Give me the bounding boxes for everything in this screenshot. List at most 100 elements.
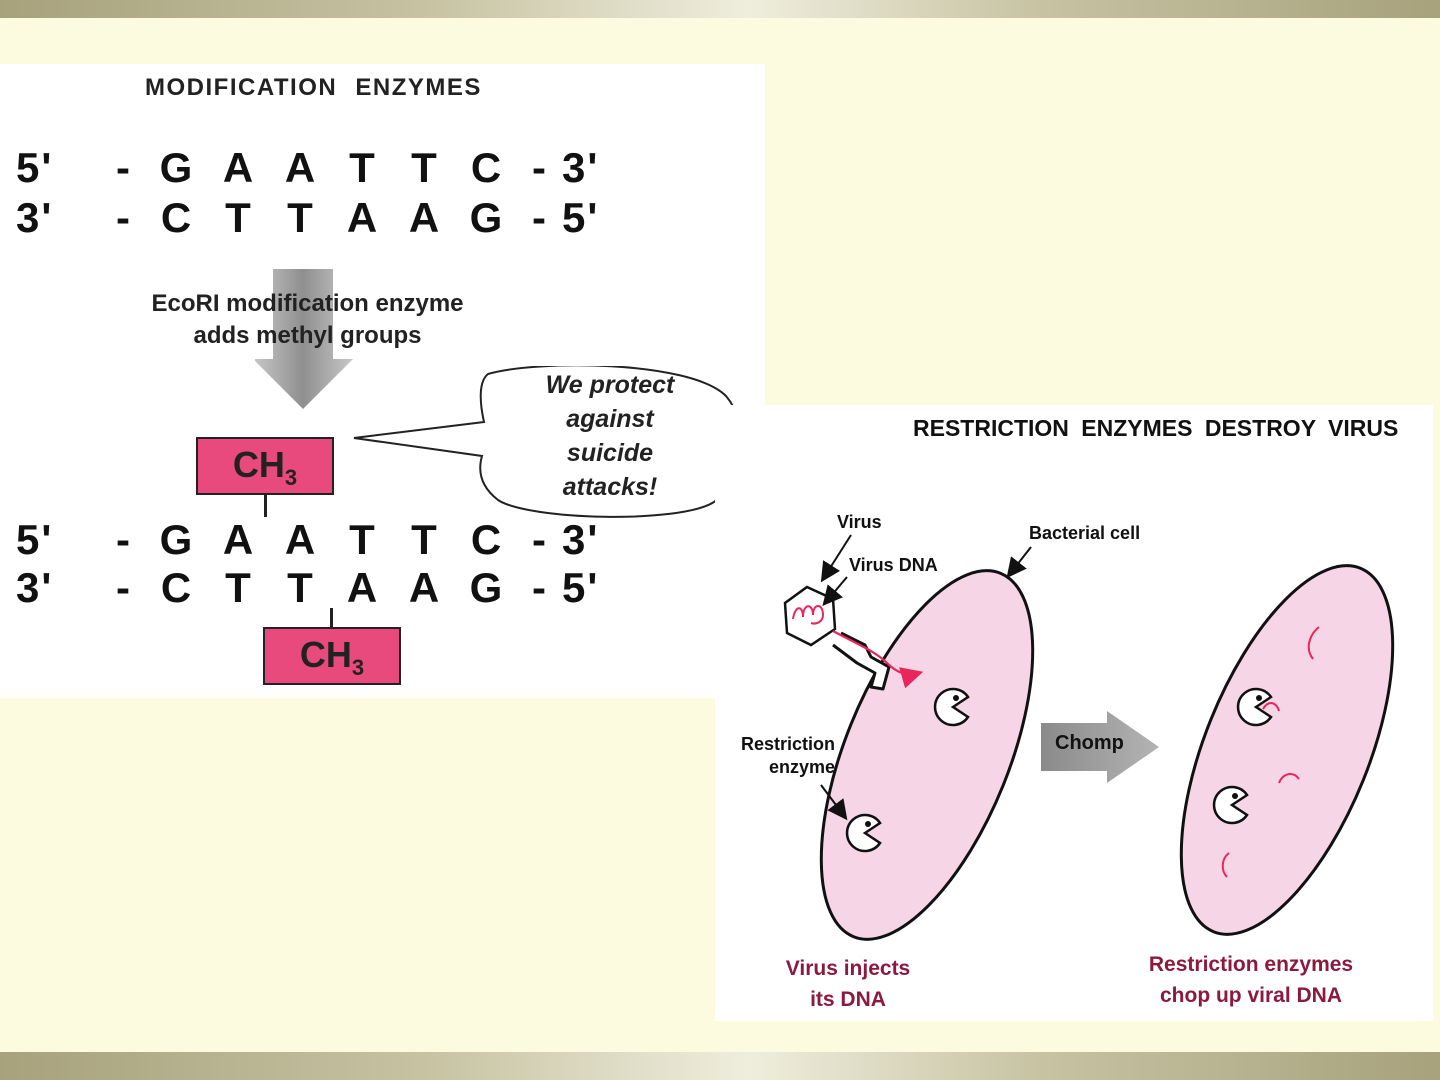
restriction-enzyme-label-line: enzyme	[768, 757, 836, 777]
base: A	[408, 194, 442, 241]
enzyme-label-line: EcoRI modification enzyme	[151, 290, 464, 317]
chomp-arrow	[1041, 711, 1159, 783]
bubble-line: suicide	[566, 439, 654, 467]
caption-line: Restriction enzymes	[1148, 953, 1354, 976]
strand-end: 5'	[562, 564, 600, 611]
enzyme-label-line: adds methyl groups	[193, 322, 422, 349]
methyl-bond	[264, 495, 267, 517]
dna-fragment	[1278, 773, 1300, 784]
dna-fragment	[1262, 702, 1280, 712]
base: T	[349, 144, 377, 191]
bubble-line: attacks!	[562, 473, 658, 501]
methyl-subscript: 3	[284, 465, 298, 491]
down-arrow-icon	[255, 269, 353, 409]
bacterial-cell-right	[1179, 564, 1395, 936]
strand-dash: -	[532, 516, 548, 563]
bacterial-cell-pointer	[1006, 546, 1032, 579]
bubble-line: against	[566, 405, 654, 433]
strand-dash: -	[532, 564, 548, 611]
enzyme-label: EcoRI modification enzyme adds methyl gr…	[40, 288, 575, 352]
caption-line: chop up viral DNA	[1159, 984, 1343, 1007]
restriction-enzyme-label: Restriction enzyme	[741, 733, 835, 779]
virus-pointer	[820, 534, 852, 583]
pacman-enzyme	[933, 687, 970, 727]
base: T	[287, 194, 315, 241]
virus-tail	[832, 631, 891, 691]
base: T	[411, 516, 439, 563]
base: G	[159, 144, 195, 191]
restriction-enzyme-pointer	[820, 784, 848, 821]
methyl-group-top: CH3	[196, 437, 334, 495]
base: G	[159, 516, 195, 563]
base: A	[408, 564, 442, 611]
base: A	[284, 144, 318, 191]
base: T	[225, 564, 253, 611]
strand-end: 3'	[16, 564, 54, 611]
methyl-group-bottom: CH3	[263, 627, 401, 685]
speech-bubble-icon	[353, 366, 743, 518]
restriction-title: RESTRICTION ENZYMES DESTROY VIRUS	[913, 415, 1399, 441]
virus-label: Virus	[837, 512, 882, 532]
base: T	[287, 564, 315, 611]
pacman-enzyme	[1212, 785, 1249, 825]
caption-line: its DNA	[810, 988, 886, 1011]
strand-dash: -	[116, 144, 132, 191]
strand-end: 5'	[16, 516, 54, 563]
strand-end: 3'	[562, 516, 600, 563]
virus-dna-squiggle	[792, 605, 825, 625]
top-decor-band	[0, 0, 1440, 18]
bacterial-cell-illustration	[783, 534, 1395, 941]
strand-end: 5'	[16, 144, 54, 191]
base: C	[160, 194, 194, 241]
strand-dash: -	[116, 564, 132, 611]
base: C	[470, 516, 504, 563]
base: C	[470, 144, 504, 191]
strand-dash: -	[116, 516, 132, 563]
speech-bubble-text: We protect against suicide attacks!	[488, 368, 732, 504]
strand-dash: -	[116, 194, 132, 241]
bacterial-cell-label: Bacterial cell	[1029, 523, 1141, 543]
virus-head	[783, 585, 837, 647]
pacman-enzyme	[845, 813, 882, 853]
base: A	[346, 564, 380, 611]
strand-end: 3'	[562, 144, 600, 191]
methyl-symbol: CH	[232, 444, 285, 485]
virus-dna-pointer	[822, 576, 848, 607]
bubble-line: We protect	[545, 371, 675, 399]
base: T	[225, 194, 253, 241]
modification-title: MODIFICATION ENZYMES	[145, 74, 482, 101]
base: A	[222, 144, 256, 191]
base: G	[469, 194, 505, 241]
dna-fragment	[1307, 626, 1320, 660]
pacman-enzyme	[1236, 687, 1273, 727]
base: A	[222, 516, 256, 563]
strand-end: 5'	[562, 194, 600, 241]
virus-dna-label: Virus DNA	[849, 555, 938, 575]
strand-dash: -	[532, 194, 548, 241]
restriction-enzyme-label-line: Restriction	[741, 734, 836, 754]
caption-line: Virus injects	[785, 957, 911, 980]
caption-virus-injects: Virus injects its DNA	[773, 953, 923, 1015]
base: T	[411, 144, 439, 191]
methyl-subscript: 3	[351, 655, 365, 681]
chomp-label: Chomp	[1055, 732, 1124, 754]
methyl-bond	[330, 608, 333, 628]
methyl-symbol: CH	[299, 634, 352, 675]
strand-dash: -	[532, 144, 548, 191]
base: A	[284, 516, 318, 563]
strand-end: 3'	[16, 194, 54, 241]
base: T	[349, 516, 377, 563]
base: G	[469, 564, 505, 611]
caption-restriction-enzymes: Restriction enzymes chop up viral DNA	[1133, 949, 1369, 1011]
injected-dna	[832, 630, 924, 689]
dna-fragment	[1221, 852, 1230, 878]
base: C	[160, 564, 194, 611]
base: A	[346, 194, 380, 241]
bottom-decor-band	[0, 1052, 1440, 1080]
restriction-enzymes-panel: RESTRICTION ENZYMES DESTROY VIRUS Virus …	[715, 405, 1433, 1021]
